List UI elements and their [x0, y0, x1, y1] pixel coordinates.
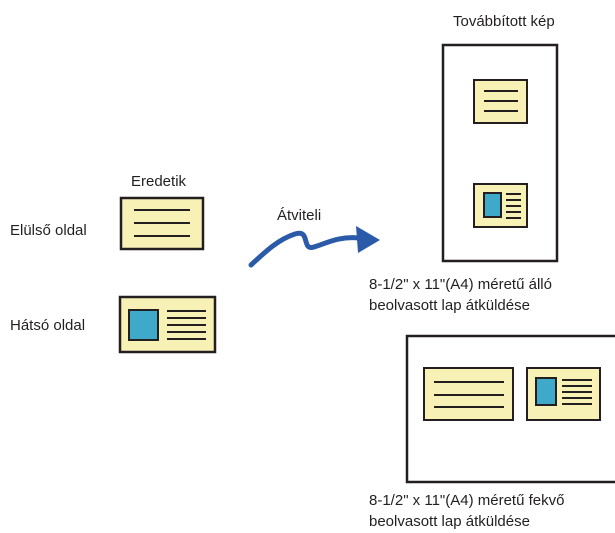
transmitted-image-label: Továbbított kép	[453, 13, 555, 30]
original-back-card	[118, 295, 217, 354]
transfer-label: Átviteli	[277, 207, 322, 224]
portrait-front-card	[473, 79, 528, 124]
portrait-back-card	[473, 183, 528, 228]
portrait-page	[441, 43, 559, 263]
landscape-page	[405, 334, 615, 484]
landscape-caption-line2: beolvasott lap átküldése	[369, 513, 530, 530]
portrait-caption-line1: 8-1/2" x 11"(A4) méretű álló	[369, 276, 552, 293]
landscape-back-card	[526, 367, 601, 421]
landscape-caption-line1: 8-1/2" x 11"(A4) méretű fekvő	[369, 492, 565, 509]
portrait-caption: 8-1/2" x 11"(A4) méretű álló beolvasott …	[369, 274, 552, 316]
originals-label: Eredetik	[131, 173, 187, 190]
landscape-front-card	[423, 367, 514, 421]
original-front-card	[119, 196, 205, 251]
photo-square-icon	[128, 309, 159, 341]
front-side-label: Elülső oldal	[10, 222, 87, 239]
portrait-caption-line2: beolvasott lap átküldése	[369, 297, 530, 314]
back-side-label: Hátsó oldal	[10, 317, 86, 334]
curved-arrow-icon	[248, 226, 380, 268]
landscape-caption: 8-1/2" x 11"(A4) méretű fekvő beolvasott…	[369, 490, 564, 532]
